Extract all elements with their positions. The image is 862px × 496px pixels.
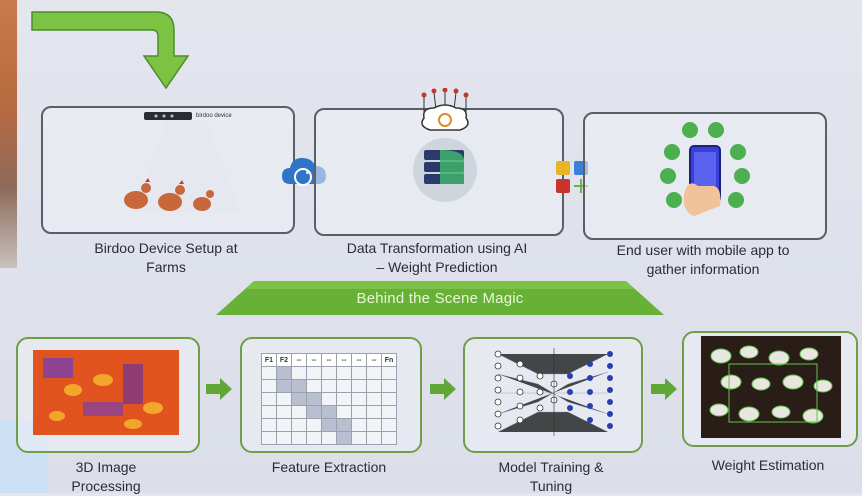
feature-table-header-row: F1 F2 -- -- -- -- -- -- Fn	[261, 353, 397, 367]
ai-brain-icon	[421, 88, 469, 131]
chat-icon	[682, 122, 698, 138]
caption-line: Weight Estimation	[711, 457, 825, 473]
blocks-connector-icon	[556, 161, 588, 193]
device-setup-caption: Birdoo Device Setup at Farms	[41, 239, 291, 277]
behind-scene-banner	[216, 281, 664, 315]
search-icon	[660, 168, 676, 184]
feature-header: --	[351, 353, 367, 367]
table-row	[261, 366, 397, 380]
mobile-app-caption: End user with mobile app to gather infor…	[583, 241, 823, 279]
chicken-icon	[124, 178, 151, 209]
banner-label: Behind the Scene Magic	[356, 289, 524, 307]
chicken-icon	[193, 190, 214, 211]
image-processing-caption: 3D Image Processing	[16, 458, 196, 496]
caption-line: Data Transformation using AI	[346, 240, 528, 256]
globe-icon	[730, 144, 746, 160]
help-icon	[666, 192, 682, 208]
feature-header: --	[321, 353, 337, 367]
feature-header: F2	[276, 353, 292, 367]
feature-header: --	[366, 353, 382, 367]
caption-line: – Weight Prediction	[376, 259, 498, 275]
feature-header: --	[291, 353, 307, 367]
farm-device-illustration	[124, 112, 240, 212]
ai-brain-database-illustration	[413, 88, 477, 202]
database-icon	[424, 150, 464, 184]
feature-header: F1	[261, 353, 277, 367]
table-row	[261, 418, 397, 432]
table-row	[261, 392, 397, 406]
caption-line: Farms	[146, 259, 186, 275]
device-label: birdoo device	[196, 113, 232, 119]
caption-line: Birdoo Device Setup at	[94, 240, 238, 256]
bell-icon	[664, 144, 680, 160]
caption-line: 3D Image	[75, 459, 137, 475]
feature-extraction-caption: Feature Extraction	[240, 458, 418, 477]
model-training-caption: Model Training & Tuning	[463, 458, 639, 496]
gear-icon	[734, 168, 750, 184]
device-icon	[144, 112, 192, 120]
arrow-right-icon	[430, 378, 456, 400]
caption-line: Processing	[71, 478, 141, 494]
caption-line: Feature Extraction	[271, 459, 387, 475]
chicken-detection-illustration	[701, 336, 841, 438]
arrow-right-icon	[206, 378, 232, 400]
feature-table: F1 F2 -- -- -- -- -- -- Fn	[261, 353, 397, 445]
bent-arrow-icon	[31, 11, 190, 90]
caption-line: End user with mobile app to	[616, 242, 790, 258]
mobile-app-illustration	[660, 122, 750, 216]
document-icon	[728, 192, 744, 208]
feature-header: --	[306, 353, 322, 367]
ai-transformation-caption: Data Transformation using AI – Weight Pr…	[314, 239, 560, 277]
neural-network-illustration	[494, 348, 613, 436]
megaphone-icon	[708, 122, 724, 138]
table-row	[261, 405, 397, 419]
table-row	[261, 431, 397, 445]
caption-line: gather information	[646, 261, 760, 277]
feature-header: Fn	[381, 353, 397, 367]
thermal-image-illustration	[33, 350, 179, 435]
caption-line: Model Training &	[498, 459, 604, 475]
chicken-icon	[158, 180, 185, 211]
table-row	[261, 379, 397, 393]
weight-estimation-caption: Weight Estimation	[682, 456, 854, 475]
caption-line: Tuning	[529, 478, 573, 494]
left-edge-photo-strip	[0, 0, 17, 268]
arrow-right-icon	[651, 378, 677, 400]
feature-header: --	[336, 353, 352, 367]
